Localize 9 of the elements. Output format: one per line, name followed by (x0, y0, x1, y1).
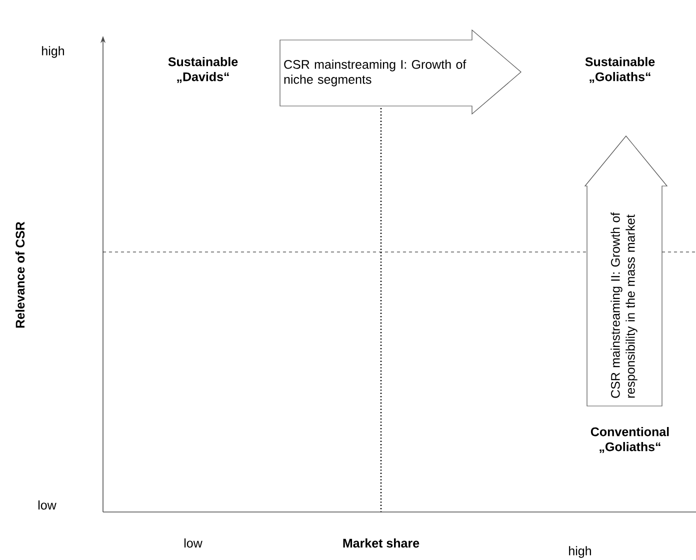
quadrant-label: Sustainable „Goliaths“ (585, 57, 655, 83)
axis-title: Relevance of CSR (15, 222, 25, 328)
quadrant-label: Sustainable „Davids“ (168, 57, 238, 83)
axis-tick-label: high (569, 546, 591, 558)
axis-tick-label: low (184, 538, 202, 548)
quadrant-label: Conventional „Goliaths“ (590, 427, 669, 453)
axis-title: Market share (343, 538, 420, 548)
axis-tick-label: high (42, 46, 64, 58)
axis-tick-label: low (38, 500, 56, 510)
